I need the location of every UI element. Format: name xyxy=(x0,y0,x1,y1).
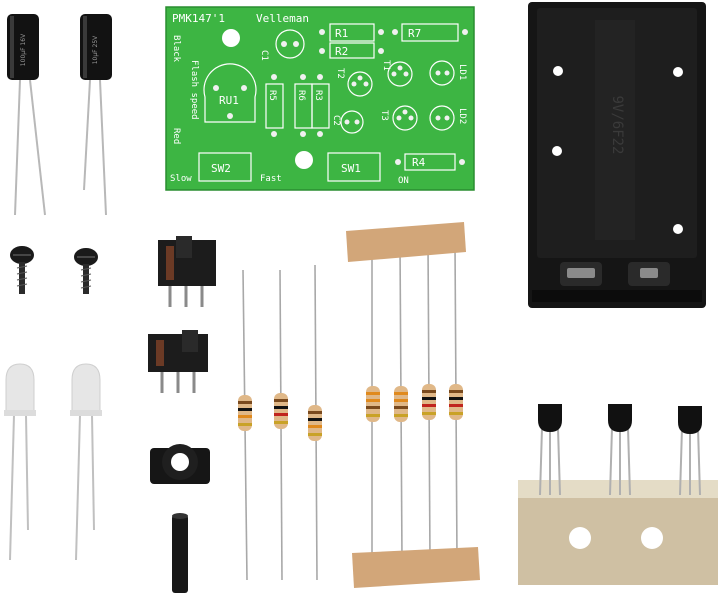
taped-resistor-strip xyxy=(346,222,480,588)
electrolytic-capacitor-1: 100µF 16V xyxy=(7,14,46,216)
transistor-2 xyxy=(608,404,632,496)
printed-circuit-board: PMK147'1 Velleman R1 R2 R7 C1 T2 T1 T3 L… xyxy=(165,6,475,191)
pcb-red-label: Red xyxy=(171,128,181,144)
pcb-model-label: PMK147'1 xyxy=(172,12,225,25)
battery-holder-label: 9V/6F22 xyxy=(609,95,625,154)
pcb-ru1: RU1 xyxy=(219,94,239,107)
pcb-r1: R1 xyxy=(335,27,348,40)
pcb-black-label: Black xyxy=(171,35,181,63)
transistor-3 xyxy=(678,406,702,496)
pcb-t3: T3 xyxy=(379,110,389,121)
pcb-t1: T1 xyxy=(381,60,391,71)
pcb-ld2: LD2 xyxy=(457,108,467,124)
pcb-on-label: ON xyxy=(398,176,409,186)
pcb-brand-label: Velleman xyxy=(256,12,309,25)
pcb-c2: C2 xyxy=(331,115,341,126)
pcb-ld1: LD1 xyxy=(457,64,467,80)
screw-2 xyxy=(74,248,98,294)
transistor-strip xyxy=(518,404,718,585)
led-1 xyxy=(4,363,36,561)
resistor-loose-3 xyxy=(308,264,322,581)
pcb-sw1: SW1 xyxy=(341,162,361,175)
pcb-c1: C1 xyxy=(259,50,269,61)
transistor-1 xyxy=(538,404,562,496)
pcb-flash-speed-label: Flash speed xyxy=(189,60,199,120)
electrolytic-capacitor-2: 10µF 25V xyxy=(80,14,112,216)
pcb-r2: R2 xyxy=(335,45,348,58)
slide-switch-2 xyxy=(148,330,208,393)
pcb-fast-label: Fast xyxy=(260,174,282,184)
svg-text:100µF 16V: 100µF 16V xyxy=(20,33,27,66)
svg-text:10µF 25V: 10µF 25V xyxy=(92,35,99,64)
pcb-slow-label: Slow xyxy=(170,174,192,184)
pcb-r6: R6 xyxy=(296,90,306,101)
slide-switch-1 xyxy=(158,236,216,307)
battery-holder: 9V/6F22 xyxy=(528,2,706,308)
screw-1 xyxy=(10,246,34,294)
pcb-r3: R3 xyxy=(313,90,323,101)
resistor-loose-1 xyxy=(238,269,252,581)
pcb-r5: R5 xyxy=(267,90,277,101)
plastic-spacer xyxy=(172,513,188,593)
trimmer-potentiometer xyxy=(150,444,210,484)
pcb-r7: R7 xyxy=(408,27,421,40)
pcb-t2: T2 xyxy=(335,68,345,79)
pcb-r4: R4 xyxy=(412,156,426,169)
pcb-sw2: SW2 xyxy=(211,162,231,175)
led-2 xyxy=(70,363,102,561)
resistor-loose-2 xyxy=(274,269,288,581)
